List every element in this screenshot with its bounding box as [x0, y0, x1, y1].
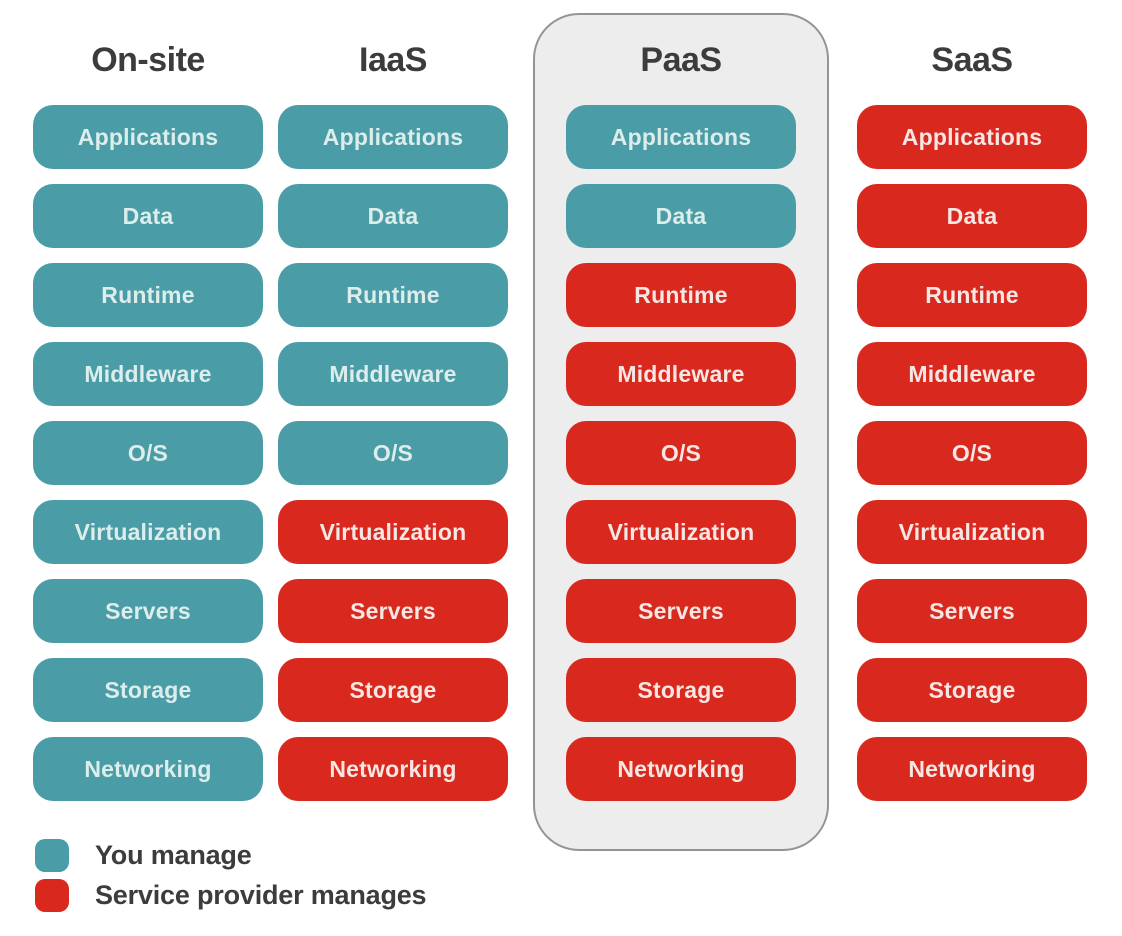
layer-pill-networking: Networking	[33, 737, 263, 801]
legend-label-provider: Service provider manages	[95, 880, 427, 910]
layer-pill-storage: Storage	[278, 658, 508, 722]
layer-pill-applications: Applications	[278, 105, 508, 169]
layer-pill-virtualization: Virtualization	[278, 500, 508, 564]
layer-pill-networking: Networking	[566, 737, 796, 801]
layer-pill-storage: Storage	[566, 658, 796, 722]
layer-pill-runtime: Runtime	[278, 263, 508, 327]
layer-pill-data: Data	[566, 184, 796, 248]
layer-pill-runtime: Runtime	[566, 263, 796, 327]
layer-pill-runtime: Runtime	[33, 263, 263, 327]
layer-pill-applications: Applications	[33, 105, 263, 169]
layer-pill-data: Data	[33, 184, 263, 248]
layer-pill-servers: Servers	[566, 579, 796, 643]
layer-pill-servers: Servers	[278, 579, 508, 643]
layer-pill-data: Data	[857, 184, 1087, 248]
layer-pill-servers: Servers	[33, 579, 263, 643]
layer-pill-servers: Servers	[857, 579, 1087, 643]
layer-pill-networking: Networking	[857, 737, 1087, 801]
layer-pill-middleware: Middleware	[33, 342, 263, 406]
legend-row-provider: Service provider manages	[35, 879, 427, 912]
layer-pill-middleware: Middleware	[857, 342, 1087, 406]
legend-label-you: You manage	[95, 840, 252, 870]
layer-pill-storage: Storage	[857, 658, 1087, 722]
legend-swatch-you	[35, 839, 69, 872]
layer-pill-virtualization: Virtualization	[857, 500, 1087, 564]
legend-swatch-provider	[35, 879, 69, 912]
legend-row-you: You manage	[35, 839, 426, 872]
layer-pill-data: Data	[278, 184, 508, 248]
layer-pill-virtualization: Virtualization	[566, 500, 796, 564]
layer-pill-middleware: Middleware	[278, 342, 508, 406]
layer-pill-o-s: O/S	[33, 421, 263, 485]
column-title-saas: SaaS	[931, 41, 1013, 79]
column-title-on-site: On-site	[91, 41, 205, 79]
layer-pill-o-s: O/S	[857, 421, 1087, 485]
layer-pill-virtualization: Virtualization	[33, 500, 263, 564]
layer-pill-runtime: Runtime	[857, 263, 1087, 327]
layer-pill-applications: Applications	[566, 105, 796, 169]
layer-pill-storage: Storage	[33, 658, 263, 722]
column-title-paas: PaaS	[640, 41, 722, 79]
column-title-iaas: IaaS	[359, 41, 427, 79]
layer-pill-networking: Networking	[278, 737, 508, 801]
layer-pill-applications: Applications	[857, 105, 1087, 169]
layer-pill-middleware: Middleware	[566, 342, 796, 406]
layer-pill-o-s: O/S	[278, 421, 508, 485]
layer-pill-o-s: O/S	[566, 421, 796, 485]
